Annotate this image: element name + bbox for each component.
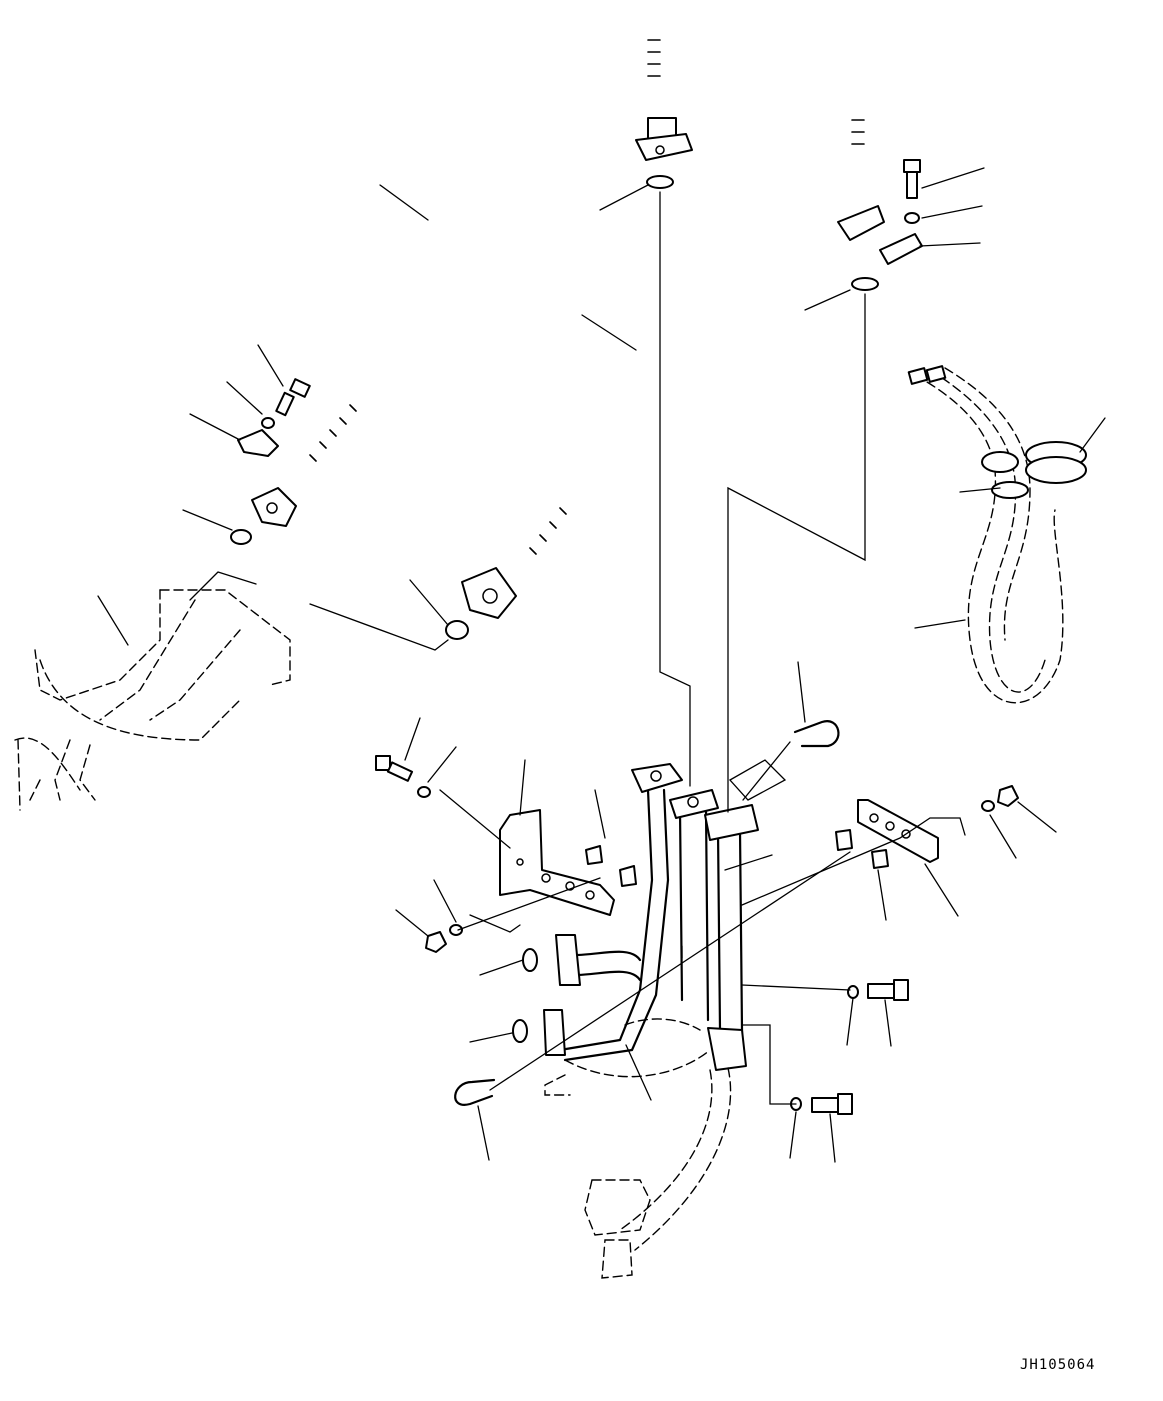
split-flange-top-right (879, 233, 923, 265)
washer-plate (981, 800, 995, 812)
mounting-bracket (499, 809, 615, 916)
hose-left (274, 0, 669, 501)
washer-top-right (904, 212, 920, 224)
grommet-4 (871, 849, 889, 869)
hose-middle-bottom-flange (461, 567, 517, 619)
o-ring-6 (512, 1019, 528, 1043)
washer-bracket-left (417, 786, 431, 798)
pump-lines-left-phantom (14, 589, 291, 811)
grommet-1 (585, 845, 603, 865)
bolt-frame-1 (847, 979, 909, 1001)
o-ring-5 (522, 948, 538, 972)
pipe-lower-phantom (544, 1018, 732, 1279)
bolt-top-right (903, 159, 921, 199)
tube-assembly-center (543, 763, 759, 1071)
u-bolt-top (793, 720, 840, 748)
bolt-left (275, 378, 311, 417)
hose-middle (493, 70, 874, 592)
bolt-bracket-left (375, 755, 414, 782)
leader-lines (97, 167, 1106, 1163)
hose-middle-top-flange (837, 205, 885, 241)
bolt-frame-2 (790, 1093, 853, 1115)
grommet-2 (619, 865, 637, 887)
u-bolt-bottom (454, 1078, 496, 1106)
washer-bracket (449, 924, 463, 936)
hose-loop-right-phantom (907, 365, 1064, 704)
drawing-id-label: JH105064 (1020, 1357, 1096, 1373)
clamp-plate (857, 799, 939, 863)
guide-lines (189, 191, 966, 1105)
washer-left (261, 417, 275, 429)
grommet-3 (835, 829, 853, 851)
o-ring-4 (445, 620, 469, 640)
clamp-right (981, 441, 1087, 499)
o-ring-3 (230, 529, 252, 545)
o-ring-1 (646, 175, 674, 189)
split-flange-left (237, 429, 279, 457)
nut-bracket (425, 931, 447, 953)
hose-left-top-flange (635, 117, 693, 161)
o-ring-2 (851, 277, 879, 291)
hose-left-bottom-flange (251, 487, 297, 527)
nut-plate (997, 785, 1019, 807)
